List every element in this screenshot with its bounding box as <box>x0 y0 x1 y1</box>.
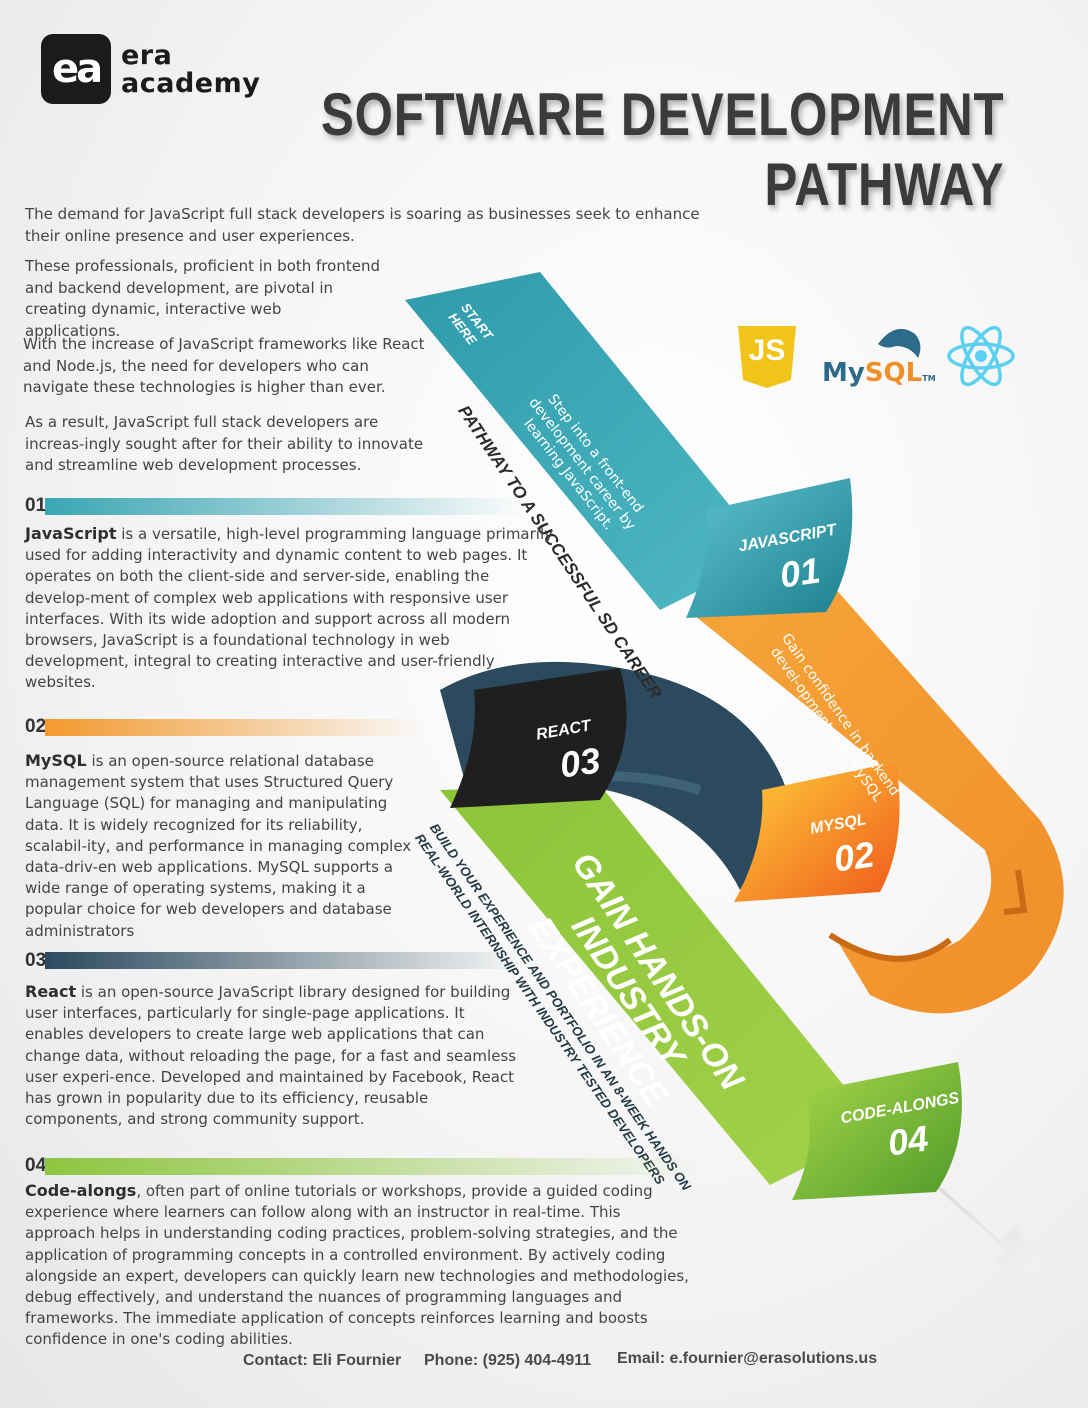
teal-band-shape <box>405 272 770 610</box>
page-title: SOFTWARE DEVELOPMENT PATHWAY <box>321 80 1004 220</box>
mysql-logo-sql: SQL <box>864 358 923 388</box>
mysql-logo-tm: TM <box>922 374 936 383</box>
section-3-term: React <box>25 982 77 1001</box>
step3-number: 03 <box>557 739 603 786</box>
intro-paragraph-4: As a result, JavaScript full stack devel… <box>25 413 424 474</box>
section-4-bar <box>45 1158 705 1175</box>
era-logo-mark: ea <box>41 34 111 104</box>
intro-paragraph-3: With the increase of JavaScript framewor… <box>23 335 425 396</box>
section-4-text: Code-alongs, often part of online tutori… <box>25 1180 690 1351</box>
orange-loop-arrow-2 <box>828 932 952 962</box>
step2-number: 02 <box>831 833 877 880</box>
mysql-dolphin-icon <box>878 328 921 358</box>
logo-line-2: academy <box>121 68 261 99</box>
mysql-logo-text: MySQLTM <box>822 358 936 388</box>
section-2-text: MySQL is an open-source relational datab… <box>25 750 425 942</box>
green-band-shape <box>440 785 880 1185</box>
react-badge-shape <box>450 668 627 808</box>
section-3-number: 03 <box>25 950 47 971</box>
section-3-bar <box>45 952 525 969</box>
section-4-term: Code-alongs <box>25 1181 137 1200</box>
footer-contact: Contact: Eli Fournier <box>243 1352 402 1369</box>
orange-band-shape <box>690 560 1064 1014</box>
codealongs-badge-shape <box>792 1062 962 1200</box>
section-3-body: is an open-source JavaScript library des… <box>25 983 517 1129</box>
mysql-badge-shape <box>734 762 900 902</box>
title-line-2: PATHWAY <box>764 151 1004 218</box>
orange-loop-arrow-1 <box>1003 869 1028 915</box>
step1-number: 01 <box>777 549 823 596</box>
js-shield-icon <box>738 326 796 388</box>
logo-monogram: ea <box>51 46 103 92</box>
logo-line-1: era <box>121 40 173 71</box>
section-1-body: is a versatile, high-level programming l… <box>25 525 554 692</box>
footer-email[interactable]: Email: e.fournier@erasolutions.us <box>617 1350 878 1367</box>
section-1-number: 01 <box>25 495 47 516</box>
section-3-text: React is an open-source JavaScript libra… <box>25 981 525 1130</box>
section-4-number: 04 <box>25 1155 47 1176</box>
section-1-term: JavaScript <box>25 524 117 543</box>
end-arrow-shape <box>888 1140 1040 1272</box>
intro-paragraph-2: These professionals, proficient in both … <box>25 257 380 340</box>
mysql-logo-my: My <box>822 358 865 388</box>
section-1-bar <box>45 498 525 515</box>
section-2-term: MySQL <box>25 751 87 770</box>
intro-paragraph-1: The demand for JavaScript full stack dev… <box>25 205 700 245</box>
react-logo-icon <box>947 325 1015 387</box>
section-2-bar <box>45 719 425 736</box>
step4-number: 04 <box>885 1117 931 1164</box>
section-2-number: 02 <box>25 716 47 737</box>
era-logo-text: era academy <box>121 42 260 98</box>
js-logo-text: JS <box>748 334 786 367</box>
footer-phone: Phone: (925) 404-4911 <box>424 1352 592 1369</box>
title-line-1: SOFTWARE DEVELOPMENT <box>320 81 1004 148</box>
section-2-body: is an open-source relational database ma… <box>25 752 412 940</box>
javascript-badge-shape <box>686 478 853 618</box>
section-4-body: , often part of online tutorials or work… <box>25 1182 689 1349</box>
section-1-text: JavaScript is a versatile, high-level pr… <box>25 523 555 694</box>
